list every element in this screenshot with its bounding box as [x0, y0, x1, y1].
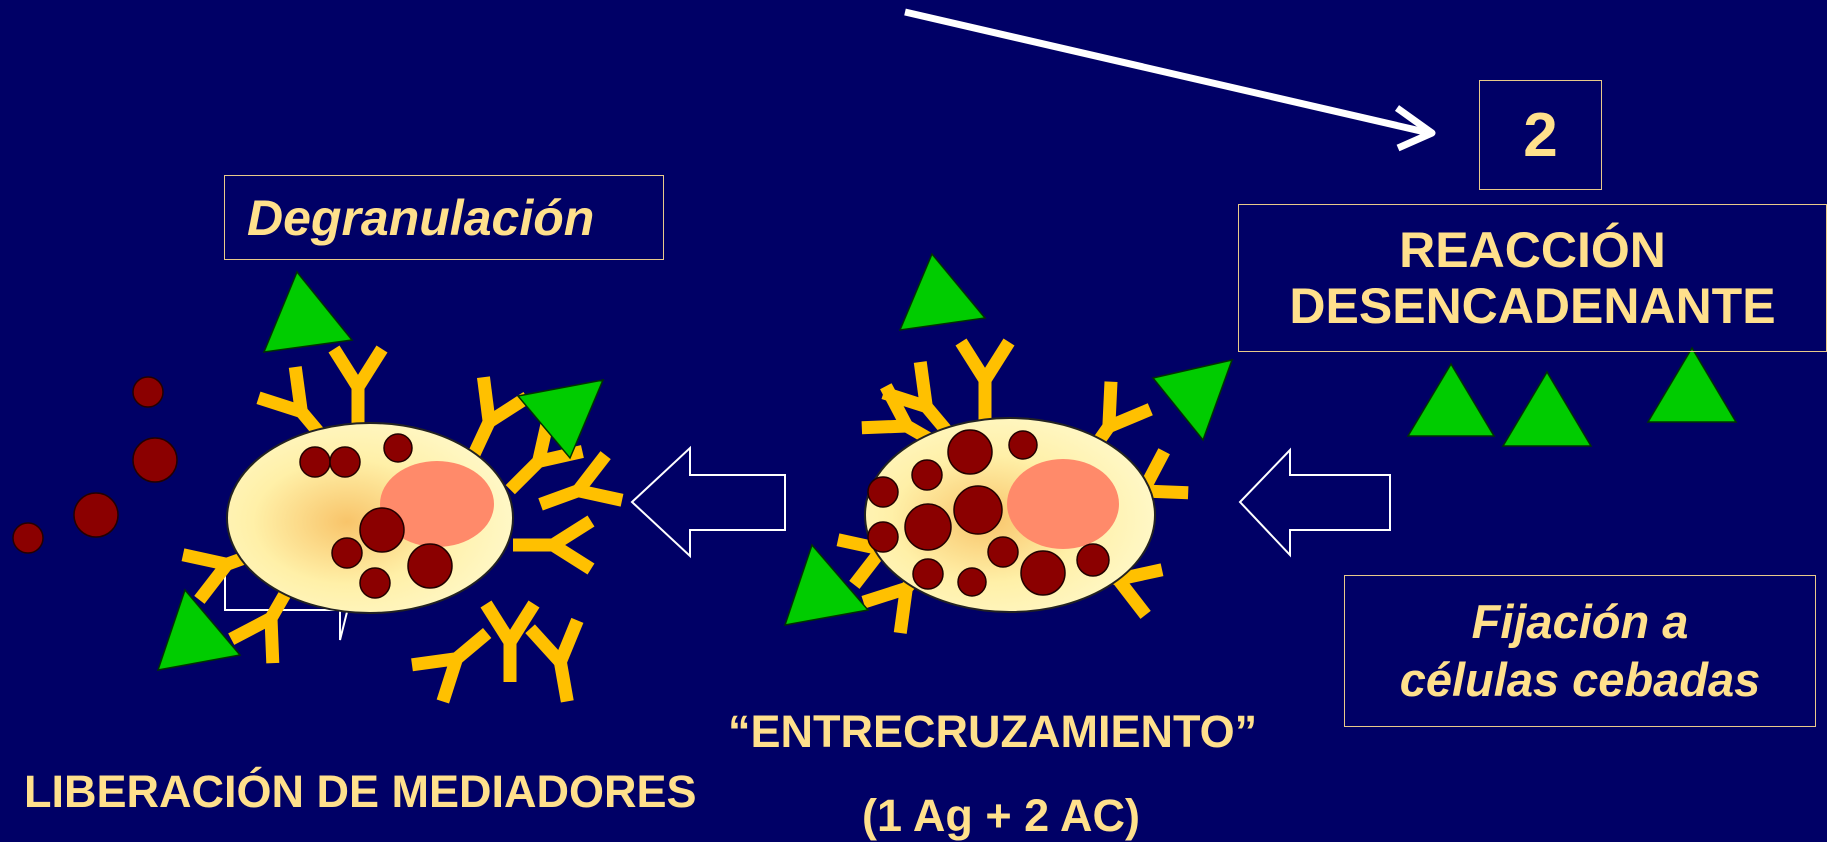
antigen-triangle: [1406, 362, 1496, 437]
degranulation-label: Degranulación: [247, 189, 595, 246]
hollow-arrow-middle: [630, 445, 786, 559]
reaction-line-1: REACCIÓN: [1399, 222, 1666, 278]
bound-antigens: [783, 252, 1234, 626]
reaction-line-2: DESENCADENANTE: [1289, 278, 1776, 334]
antigen-triangle: [1501, 370, 1593, 447]
fixation-box: Fijación a células cebadas: [1344, 575, 1816, 727]
hollow-arrow-right: [1238, 447, 1391, 558]
crosslink-label: “ENTRECRUZAMIENTO”: [728, 706, 1258, 757]
pointer-arrow: [904, 8, 1436, 152]
fixation-line-1: Fijación a: [1471, 595, 1689, 648]
step-number-box: 2: [1479, 80, 1602, 190]
bound-antigens: [156, 270, 605, 671]
step-number: 2: [1523, 100, 1558, 170]
antigen-triangle: [1646, 346, 1738, 423]
mast-cell-crosslinked: [783, 252, 1234, 633]
free-antigens: [1406, 346, 1738, 447]
antigen-triangle: [1151, 358, 1234, 442]
antigen-triangle: [783, 543, 870, 626]
crosslink-formula: (1 Ag + 2 AC): [862, 790, 1140, 841]
antigen-triangle: [262, 270, 354, 353]
reaction-box: REACCIÓN DESENCADENANTE: [1238, 204, 1827, 352]
granules: [299, 433, 453, 599]
antigen-triangle: [156, 588, 242, 671]
cell-nucleus: [1007, 459, 1119, 549]
antigen-triangle: [898, 252, 987, 331]
granules: [867, 429, 1110, 597]
released-granules: [12, 376, 178, 554]
mediator-release-label: LIBERACIÓN DE MEDIADORES: [24, 766, 697, 817]
fixation-line-2: células cebadas: [1399, 653, 1761, 706]
cell-nucleus: [380, 461, 494, 547]
degranulation-box: Degranulación: [224, 175, 664, 260]
antigen-triangle: [516, 379, 605, 460]
mast-cell-degranulating: [12, 270, 622, 706]
